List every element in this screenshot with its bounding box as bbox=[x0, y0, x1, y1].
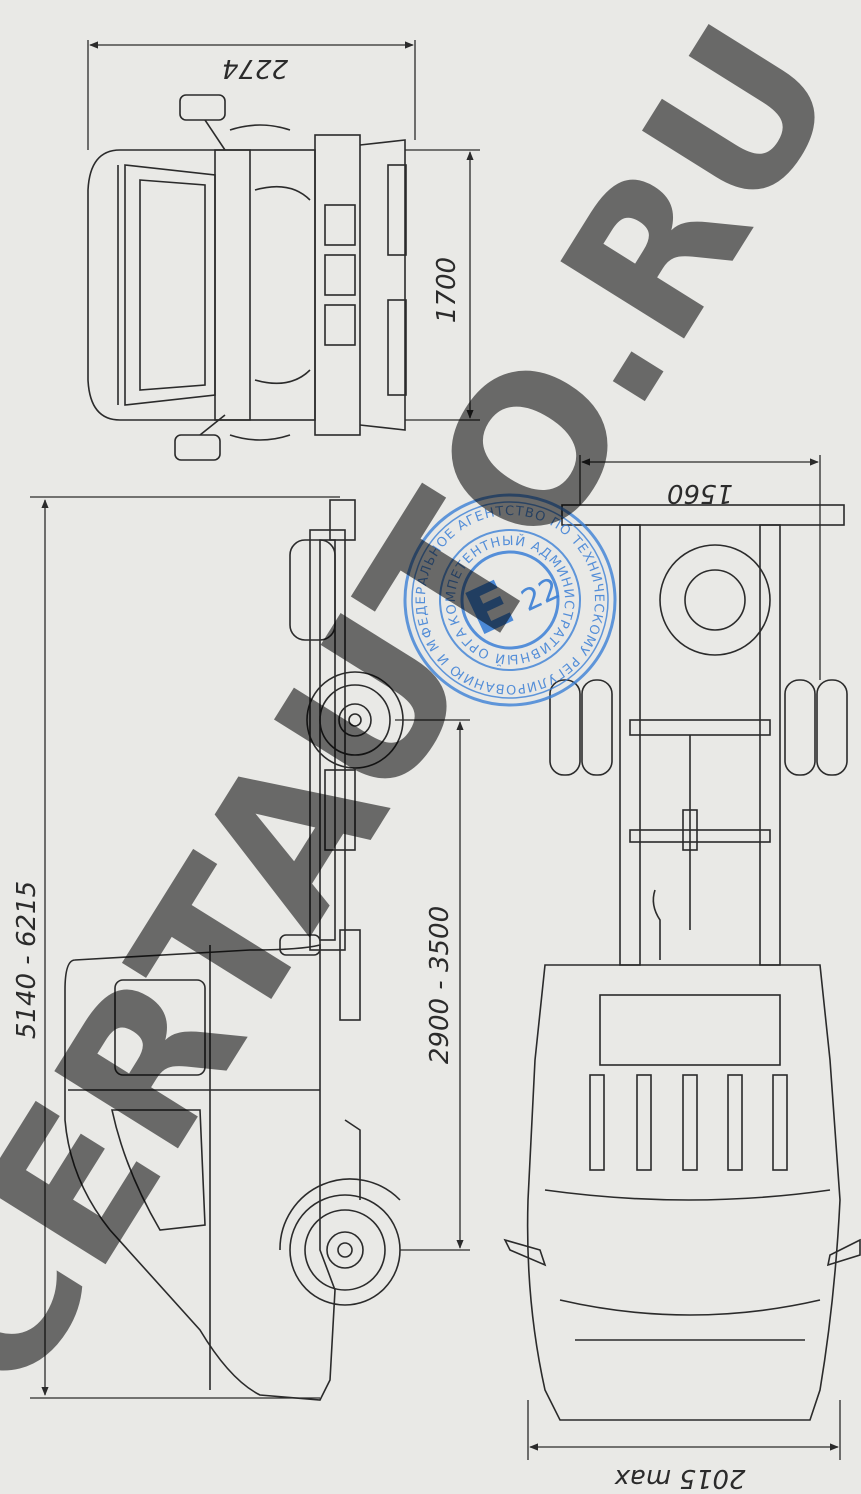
dimension-label-2274: 2274 bbox=[222, 53, 288, 83]
dimension-5140-6215 bbox=[30, 496, 340, 1399]
dimension-label-wheelbase: 2900 - 3500 bbox=[425, 906, 455, 1064]
dimension-1700 bbox=[405, 149, 480, 421]
dimension-label-1700: 1700 bbox=[432, 257, 462, 323]
front-view bbox=[87, 94, 407, 461]
top-view bbox=[503, 504, 861, 1421]
dimension-2274 bbox=[87, 40, 416, 150]
dimension-2900-3500 bbox=[395, 719, 470, 1251]
side-view bbox=[64, 499, 404, 1401]
watermark: CERTAUTO.RU bbox=[0, 0, 861, 1430]
dimension-label-length: 5140 - 6215 bbox=[12, 881, 42, 1039]
dimension-2015-max bbox=[527, 1400, 841, 1460]
dimension-label-1560: 1560 bbox=[667, 478, 733, 508]
dimension-label-2015-max: 2015 max bbox=[614, 1463, 746, 1490]
dimension-1560 bbox=[579, 455, 821, 680]
